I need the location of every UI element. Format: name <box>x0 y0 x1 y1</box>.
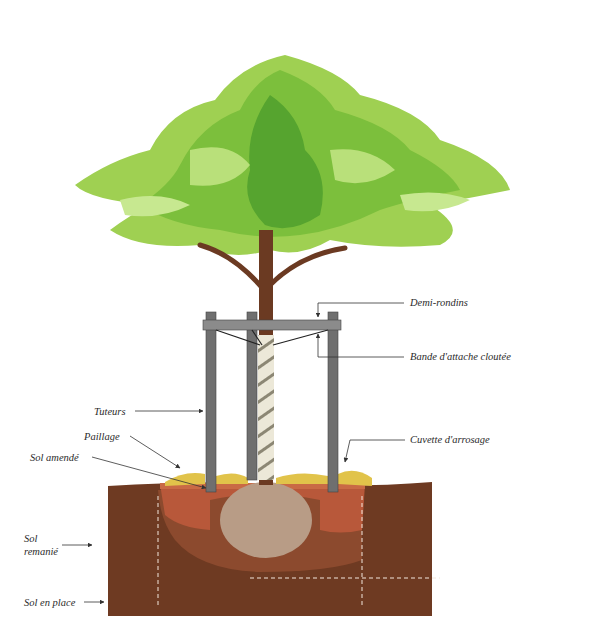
label-bande-attache: Bande d'attache cloutée <box>410 350 511 363</box>
demi-rondins <box>203 320 341 330</box>
label-paillage: Paillage <box>84 430 120 443</box>
paillage <box>338 471 372 486</box>
sol-en-place <box>108 482 432 616</box>
motte <box>220 482 312 558</box>
paillage <box>216 473 248 484</box>
paillage <box>165 473 205 486</box>
protection-tronc <box>258 335 274 480</box>
leader-lines <box>62 303 405 602</box>
limites <box>158 496 440 606</box>
label-cuvette: Cuvette d'arrosage <box>410 433 490 446</box>
label-sol-remanie: Sol remanié <box>24 532 68 558</box>
houppier <box>75 55 510 255</box>
label-sol-amende: Sol amendé <box>30 451 79 464</box>
paillage <box>276 473 328 484</box>
label-tuteurs: Tuteurs <box>94 405 126 418</box>
tronc <box>259 230 273 485</box>
label-sol-en-place: Sol en place <box>24 596 75 609</box>
bande-attache <box>216 330 328 345</box>
label-demi-rondins: Demi-rondins <box>410 296 468 309</box>
